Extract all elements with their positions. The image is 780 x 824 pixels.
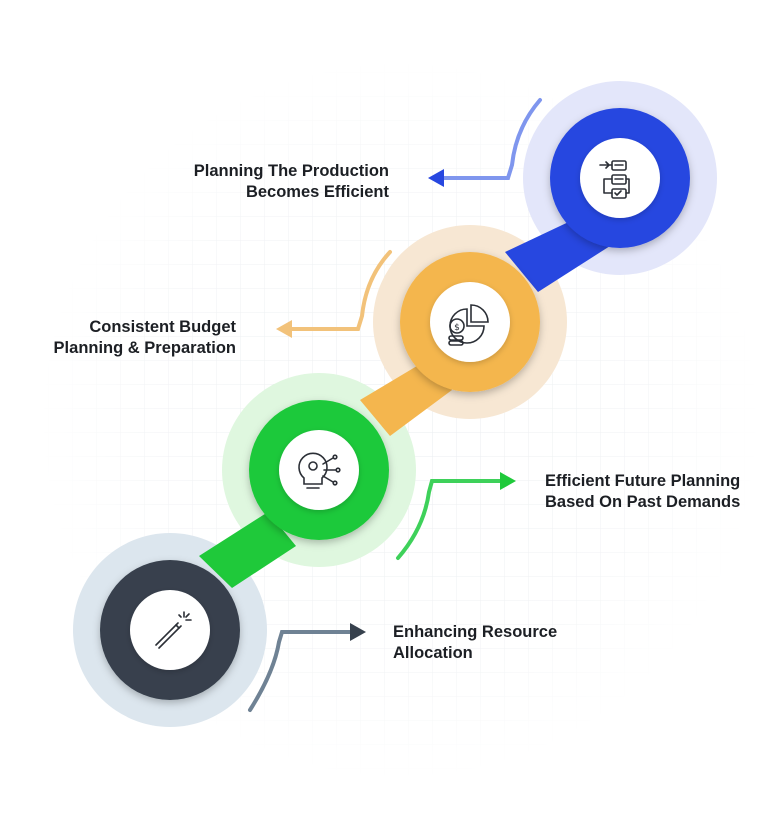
step-2-label: Efficient Future Planning Based On Past … xyxy=(545,471,740,513)
arrow-head-step-1 xyxy=(350,623,366,641)
bar-step-2 xyxy=(199,512,296,588)
workflow-checklist-icon xyxy=(599,160,630,199)
step-2-line-1: Efficient Future Planning xyxy=(545,472,741,490)
arrow-head-step-2 xyxy=(500,472,516,490)
connector-step-4 xyxy=(442,98,542,180)
step-3-line-2: Planning & Preparation xyxy=(53,339,236,357)
step-2-line-2: Based On Past Demands xyxy=(545,493,741,511)
budget-chart-icon: $ xyxy=(448,304,489,346)
step-3-line-1: Consistent Budget xyxy=(89,318,236,336)
bar-step-3 xyxy=(360,360,452,436)
connector-step-3 xyxy=(290,250,392,331)
step-1-line-2: Allocation xyxy=(393,644,473,662)
connector-step-2 xyxy=(396,479,502,560)
step-1-label: Enhancing Resource Allocation xyxy=(393,622,557,664)
step-4-line-1: Planning The Production xyxy=(193,162,389,180)
connector-arrows xyxy=(248,98,542,712)
arrow-head-step-4 xyxy=(428,169,444,187)
connector-step-1 xyxy=(248,630,352,712)
idea-gear-icon xyxy=(298,452,341,489)
step-1-line-1: Enhancing Resource xyxy=(393,623,558,641)
step-3-label: Consistent Budget Planning & Preparation xyxy=(54,317,236,359)
svg-text:$: $ xyxy=(454,323,460,333)
arrow-head-step-3 xyxy=(276,320,292,338)
magic-wand-icon xyxy=(155,611,192,649)
step-4-line-2: Becomes Efficient xyxy=(245,183,389,201)
step-4-label: Planning The Production Becomes Efficien… xyxy=(194,161,389,203)
